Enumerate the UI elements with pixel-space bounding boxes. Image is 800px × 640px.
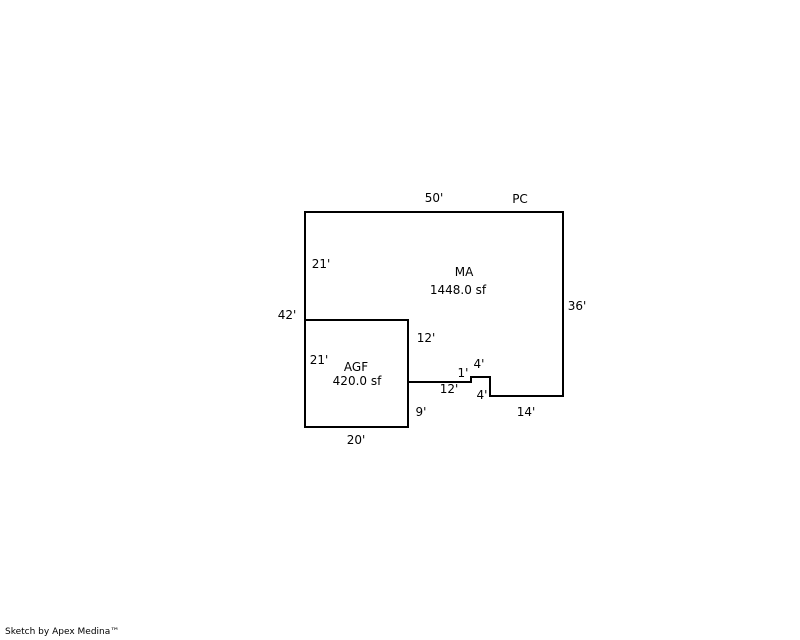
dimension-bottom-right: 14'	[517, 405, 536, 419]
main-area-name: MA	[455, 265, 474, 279]
garage-name: AGF	[344, 360, 368, 374]
sketch-credit: Sketch by Apex Medina™	[5, 627, 120, 637]
dimension-notch-step-1: 1'	[458, 366, 469, 380]
dimension-top: 50'	[425, 191, 444, 205]
garage-size: 420.0 sf	[333, 374, 382, 388]
dimension-garage-right: 9'	[416, 405, 427, 419]
dimension-garage-bottom: 20'	[347, 433, 366, 447]
dimension-right: 36'	[568, 299, 587, 313]
dimension-notch-step-4-top: 4'	[474, 357, 485, 371]
garage-outline	[304, 319, 409, 428]
dimension-garage-left: 21'	[310, 353, 329, 367]
dimension-notch-step-4-bottom: 4'	[477, 388, 488, 402]
dimension-left-total: 42'	[278, 308, 297, 322]
corner-label-pc: PC	[512, 192, 528, 206]
dimension-left-upper: 21'	[312, 257, 331, 271]
dimension-notch-top-inner: 12'	[417, 331, 436, 345]
main-area-size: 1448.0 sf	[430, 283, 487, 297]
dimension-notch-bottom-inner: 12'	[440, 382, 459, 396]
